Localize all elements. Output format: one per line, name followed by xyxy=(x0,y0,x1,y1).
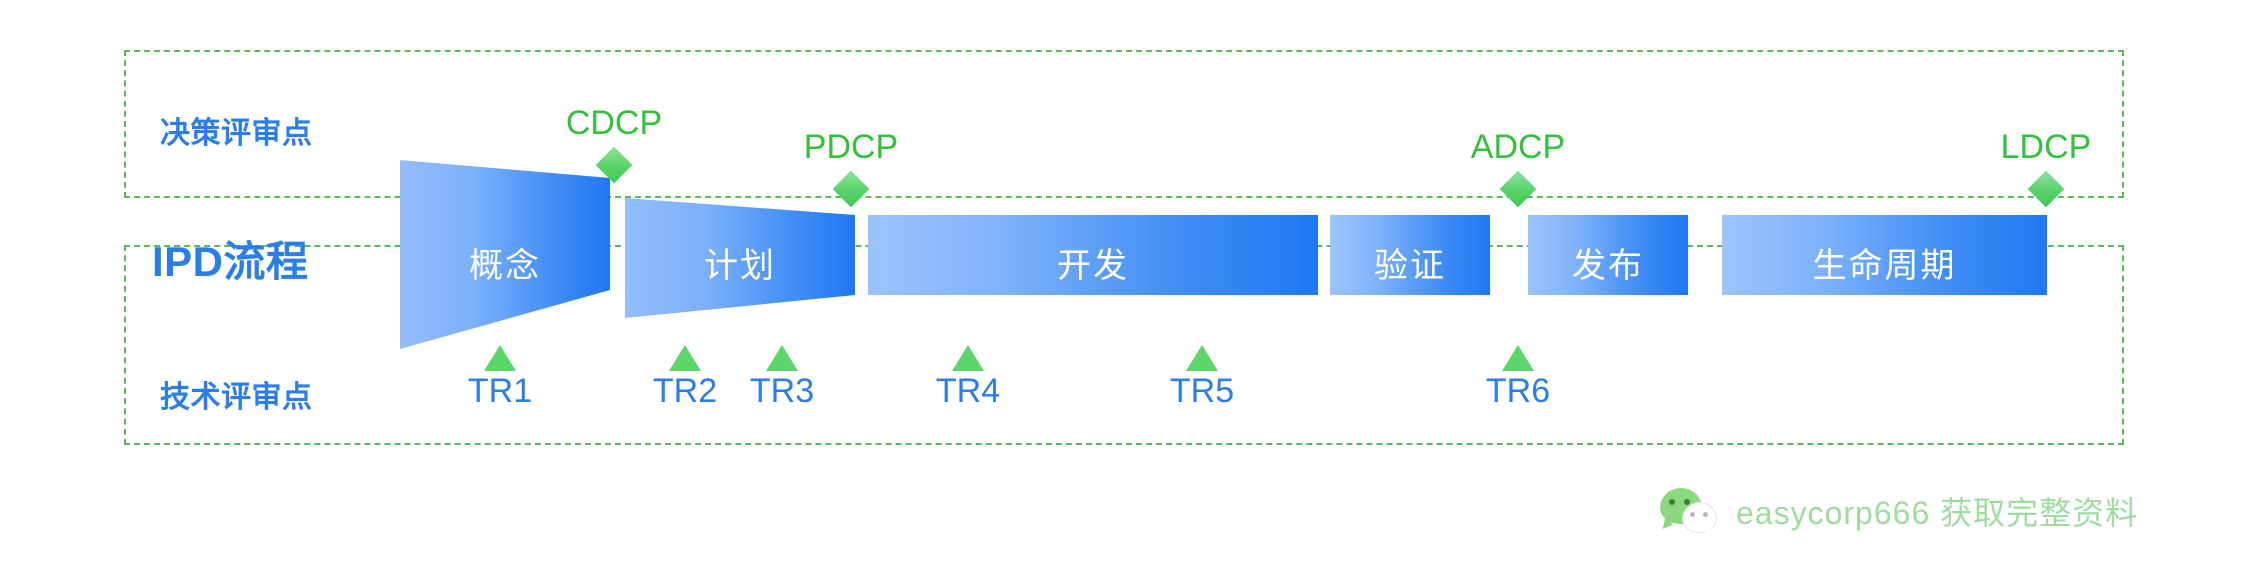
technical-review-triangle-tr4 xyxy=(952,345,984,371)
decision-point-label-pdcp: PDCP xyxy=(803,128,899,166)
technical-row-label: 技术评审点 xyxy=(160,381,313,414)
ipd-process-row-label: IPD流程 xyxy=(152,238,309,285)
watermark: easycorp666 获取完整资料 xyxy=(1660,488,2138,534)
technical-review-triangle-tr6 xyxy=(1502,345,1534,371)
stage-label-development: 开发 xyxy=(1057,247,1129,285)
decision-point-label-ldcp: LDCP xyxy=(2000,128,2092,166)
decision-review-region xyxy=(124,50,2124,198)
technical-review-triangle-tr3 xyxy=(766,345,798,371)
stage-label-lifecycle: 生命周期 xyxy=(1812,247,1957,285)
technical-review-triangle-tr1 xyxy=(484,345,516,371)
decision-point-label-adcp: ADCP xyxy=(1470,128,1566,166)
technical-review-label-tr6: TR6 xyxy=(1485,372,1551,410)
technical-review-label-tr3: TR3 xyxy=(749,372,815,410)
stage-label-plan: 计划 xyxy=(704,247,776,285)
stage-label-concept: 概念 xyxy=(469,247,541,285)
technical-review-label-tr4: TR4 xyxy=(935,372,1001,410)
technical-review-label-tr1: TR1 xyxy=(467,372,533,410)
decision-row-label: 决策评审点 xyxy=(160,117,313,150)
technical-review-label-tr5: TR5 xyxy=(1169,372,1235,410)
technical-review-triangle-tr5 xyxy=(1186,345,1218,371)
stage-label-verification: 验证 xyxy=(1374,247,1446,285)
watermark-text: easycorp666 获取完整资料 xyxy=(1736,495,2139,531)
decision-point-label-cdcp: CDCP xyxy=(565,104,663,142)
wechat-icon xyxy=(1660,488,1720,534)
stage-label-release: 发布 xyxy=(1572,247,1644,285)
technical-review-triangle-tr2 xyxy=(669,345,701,371)
technical-review-label-tr2: TR2 xyxy=(652,372,718,410)
